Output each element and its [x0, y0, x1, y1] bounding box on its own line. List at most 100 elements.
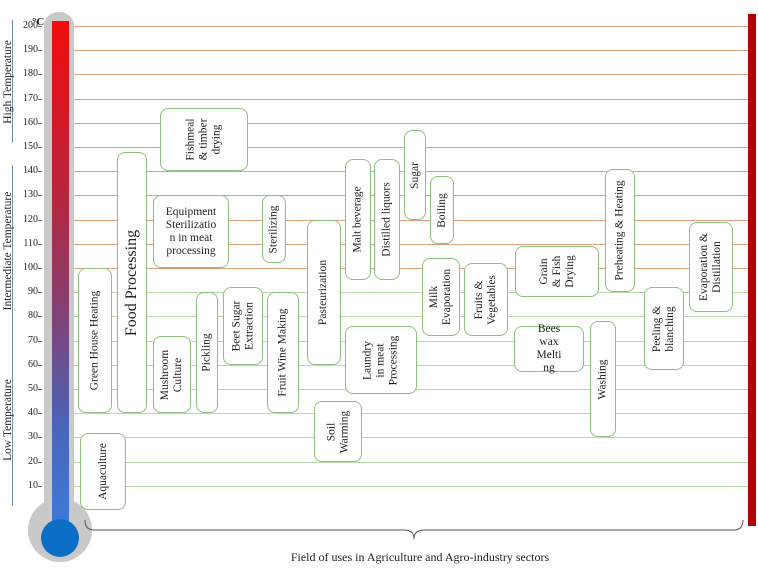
- tick-label: 50: [28, 383, 38, 394]
- tick-mark: [38, 365, 42, 366]
- application-soil-warming: Soil Warming: [314, 401, 362, 462]
- tick-label: 180: [23, 68, 38, 79]
- tick-mark: [38, 413, 42, 414]
- tick-mark: [38, 50, 42, 51]
- application-fishmeal-timber-drying: Fishmeal & timber drying: [160, 108, 248, 171]
- tick-label: 160: [23, 117, 38, 128]
- tick-label: 130: [23, 189, 38, 200]
- application-food-processing: Food Processing: [117, 152, 147, 413]
- tick-mark: [38, 99, 42, 100]
- tick-mark: [38, 74, 42, 75]
- tick-label: 140: [23, 165, 38, 176]
- application-label: Evaporation & Distillation: [698, 232, 723, 302]
- application-distilled-liquors: Distilled liquors: [374, 159, 400, 280]
- application-label: Sterilizing: [267, 205, 280, 253]
- tick-mark: [38, 171, 42, 172]
- application-label: Grain & Fish Drying: [537, 255, 576, 288]
- application-aquaculture: Aquaculture: [80, 433, 126, 510]
- application-sugar: Sugar: [404, 130, 426, 220]
- tick-label: 120: [23, 214, 38, 225]
- application-equipment-sterilization: Equipment Sterilizatio n in meat process…: [153, 195, 229, 268]
- tick-mark: [38, 462, 42, 463]
- tick-label: 80: [28, 310, 38, 321]
- tick-label: 60: [28, 359, 38, 370]
- application-mushroom-culture: Mushroom Culture: [153, 336, 191, 413]
- tick-label: 190: [23, 44, 38, 55]
- gridline: [62, 437, 748, 438]
- tick-label: 110: [23, 238, 38, 249]
- gridline: [62, 244, 748, 245]
- application-fruit-wine-making: Fruit Wine Making: [267, 292, 299, 413]
- zone-label: Low Temperature: [2, 379, 14, 462]
- application-label: Bees wax Melti ng: [536, 323, 562, 374]
- application-boiling: Boiling: [430, 176, 454, 244]
- tick-label: 170: [23, 93, 38, 104]
- tick-label: 20: [28, 456, 38, 467]
- application-label: Equipment Sterilizatio n in meat process…: [165, 205, 217, 257]
- gridline: [62, 316, 748, 317]
- application-green-house-heating: Green House Heating: [78, 268, 112, 413]
- application-label: Distilled liquors: [380, 182, 393, 257]
- application-label: Washing: [596, 359, 609, 399]
- application-laundry-meat-processing: Laundry in meat Processing: [345, 326, 417, 394]
- tick-mark: [38, 437, 42, 438]
- tick-label: 40: [28, 407, 38, 418]
- application-label: Sugar: [408, 161, 421, 189]
- zone-bracket: [12, 20, 23, 143]
- application-label: Beet Sugar Extraction: [230, 300, 255, 352]
- tick-label: 90: [28, 286, 38, 297]
- tick-label: 70: [28, 335, 38, 346]
- application-label: Aquaculture: [96, 443, 109, 500]
- application-label: Preheating & Heating: [613, 180, 626, 281]
- tick-label: 10: [28, 480, 38, 491]
- tick-mark: [38, 220, 42, 221]
- application-beet-sugar-extraction: Beet Sugar Extraction: [223, 287, 263, 365]
- gridline: [62, 50, 748, 51]
- tick-label: 30: [28, 431, 38, 442]
- tick-mark: [38, 26, 42, 27]
- application-label: Pickling: [200, 333, 213, 372]
- gridline: [62, 220, 748, 221]
- application-label: Milk Evaporation: [428, 268, 454, 326]
- zone-label: High Temperature: [2, 39, 14, 124]
- gridline: [62, 74, 748, 75]
- application-evaporation-distillation: Evaporation & Distillation: [689, 222, 733, 312]
- thermometer-mercury: [52, 21, 69, 523]
- tick-label: 150: [23, 141, 38, 152]
- application-label: Pasteurization: [317, 259, 330, 326]
- application-grain-fish-drying: Grain & Fish Drying: [515, 246, 599, 297]
- application-label: Peeling & blanching: [651, 305, 677, 352]
- application-label: Fruits & Vegetables: [473, 274, 499, 325]
- tick-label: 200: [23, 20, 38, 31]
- application-label: Malt beverage: [351, 186, 364, 253]
- tick-mark: [38, 195, 42, 196]
- gridline: [62, 268, 748, 269]
- tick-label: 100: [23, 262, 38, 273]
- tick-mark: [38, 147, 42, 148]
- application-label: Soil Warming: [324, 410, 350, 453]
- application-label: Boiling: [435, 192, 448, 228]
- tick-mark: [38, 316, 42, 317]
- application-fruits-vegetables: Fruits & Vegetables: [464, 263, 508, 336]
- tick-mark: [38, 292, 42, 293]
- tick-mark: [38, 123, 42, 124]
- unit-label: °C: [32, 16, 45, 28]
- gridline: [62, 292, 748, 293]
- zone-bracket: [12, 334, 23, 506]
- application-milk-evaporation: Milk Evaporation: [422, 258, 460, 336]
- tick-mark: [38, 389, 42, 390]
- application-label: Green House Heating: [88, 290, 101, 391]
- tick-mark: [38, 268, 42, 269]
- application-pickling: Pickling: [196, 292, 218, 413]
- application-peeling-blanching: Peeling & blanching: [644, 287, 684, 370]
- gridline: [62, 123, 748, 124]
- tick-mark: [38, 244, 42, 245]
- application-pasteurization: Pasteurization: [307, 220, 341, 365]
- gridline: [62, 413, 748, 414]
- gridline: [62, 486, 748, 487]
- application-label: Fruit Wine Making: [276, 308, 289, 397]
- gridline: [62, 462, 748, 463]
- application-label: Laundry in meat Processing: [361, 335, 400, 385]
- zone-bracket: [12, 165, 23, 337]
